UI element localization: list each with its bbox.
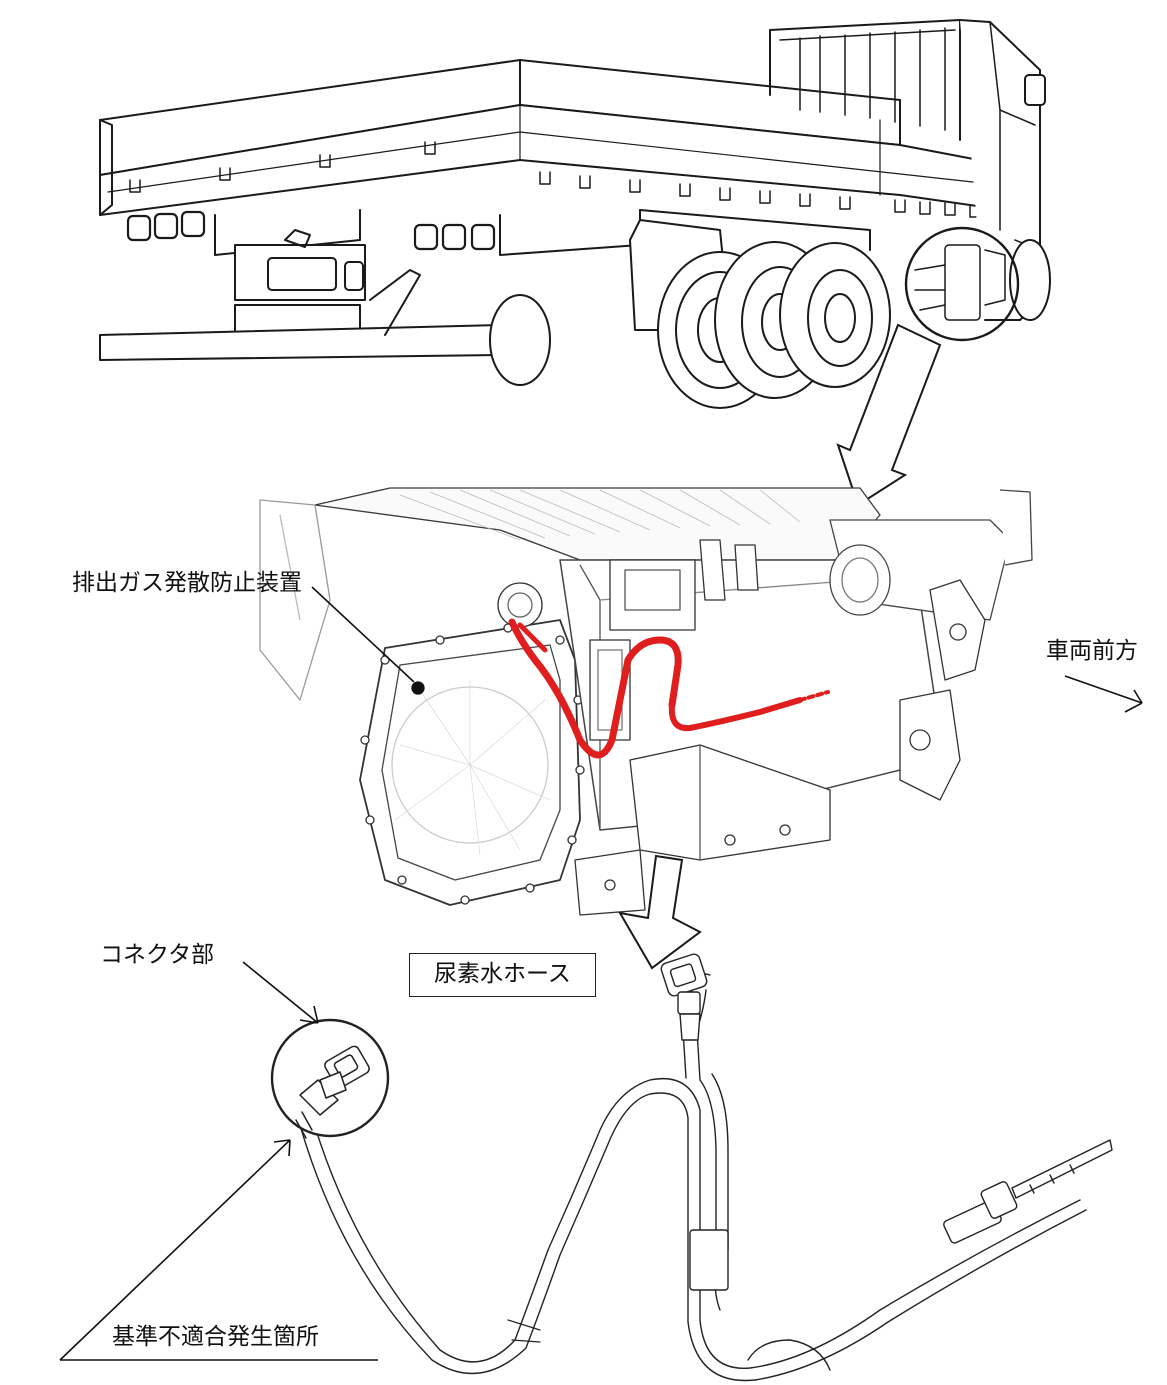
zoom-arrow-1 [836,323,942,507]
egr-device-label: 排出ガス発散防止装置 [72,570,302,596]
urea-hose-label: 尿素水ホース [409,953,596,997]
nonconformity-location-label: 基準不適合発生箇所 [112,1324,319,1350]
leader-lines [59,586,1143,1361]
truck-illustration [99,19,1051,409]
urea-hose-illustration [270,953,1113,1382]
zoom-arrow-2 [618,854,702,970]
connector-label: コネクタ部 [100,942,215,968]
engine-assembly-illustration [259,487,1033,916]
vehicle-front-label: 車両前方 [1046,638,1138,664]
urea-hose-highlight [508,618,830,759]
